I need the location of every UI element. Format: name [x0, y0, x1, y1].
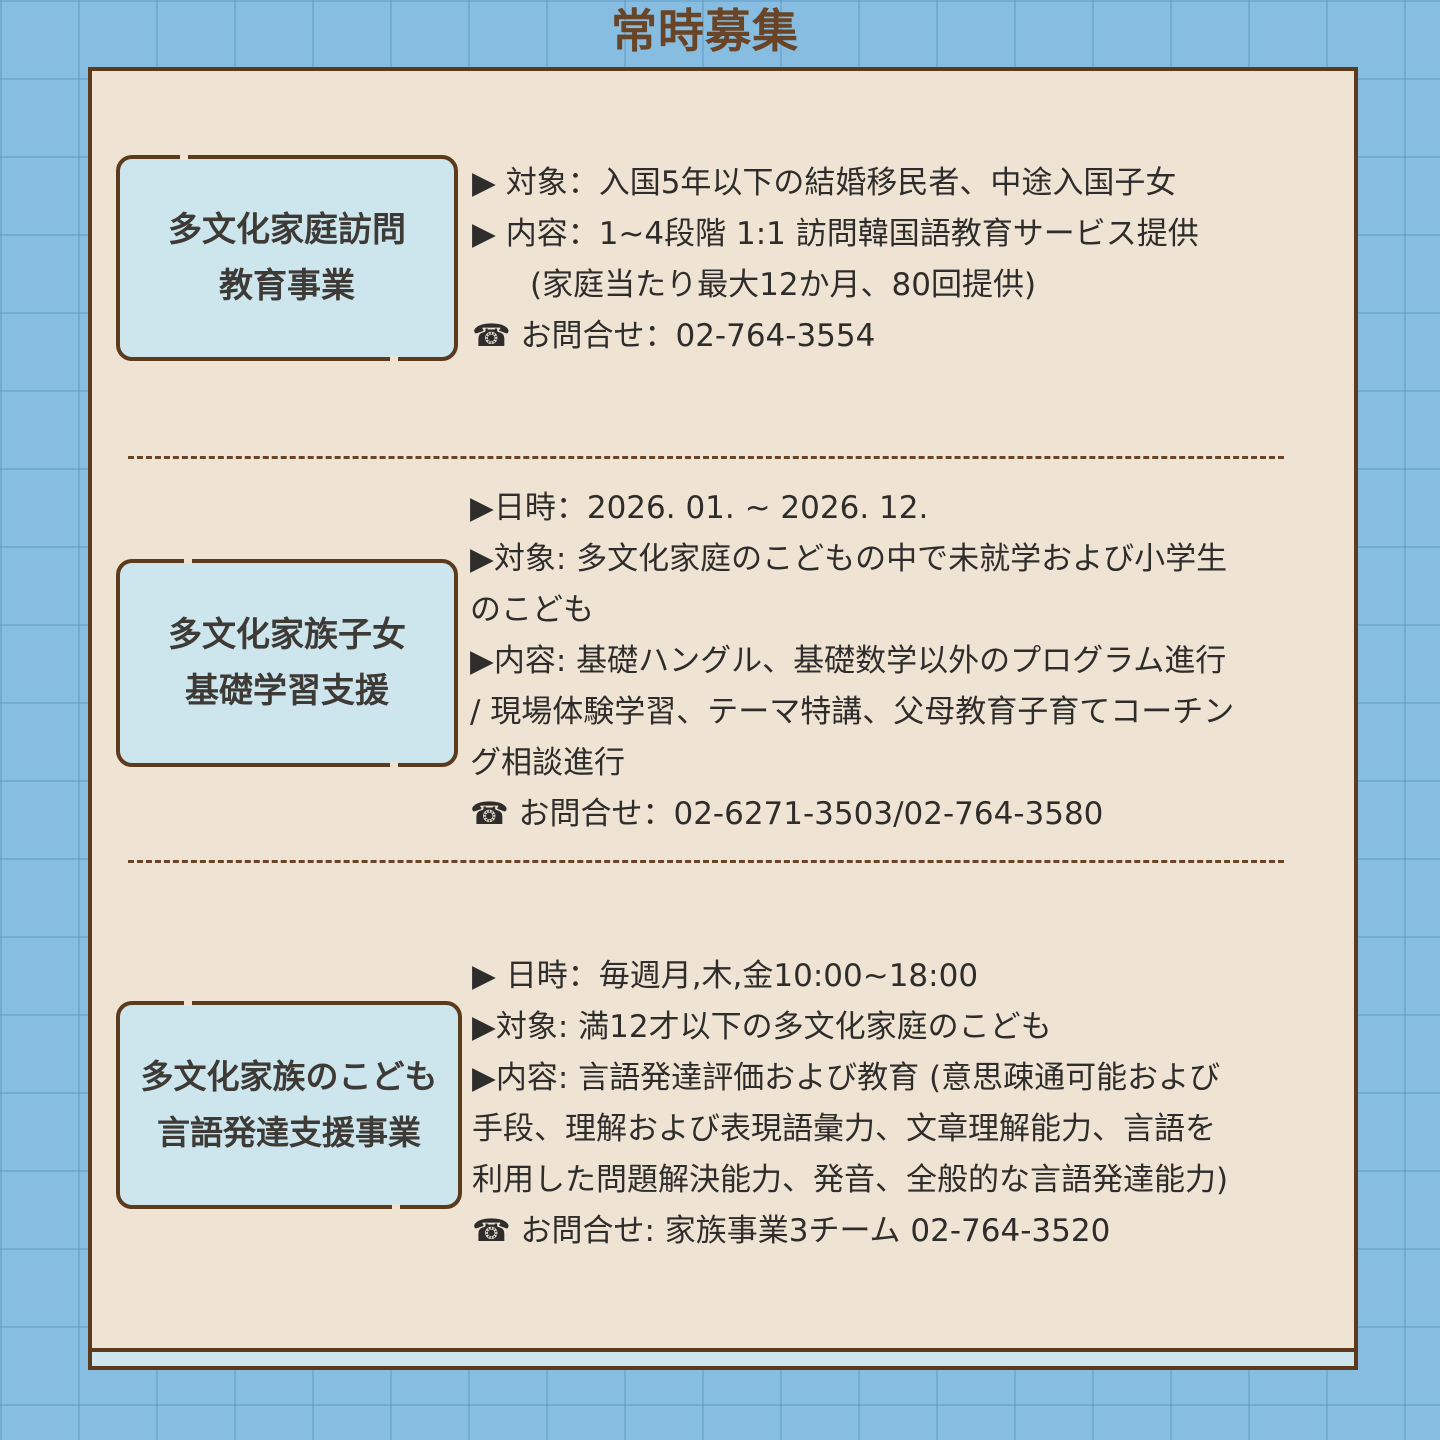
- content-line-cont: 手段、理解および表現語彙力、文章理解能力、言語を: [472, 1111, 1216, 1147]
- section-divider: [128, 456, 1284, 459]
- program-label-line: 基礎学習支援: [185, 671, 389, 711]
- program-label-language-development: 多文化家族のこども 言語発達支援事業: [116, 1000, 462, 1210]
- content-line-cont: 利用した問題解決能力、発音、全般的な言語発達能力): [472, 1162, 1229, 1198]
- content-line: ▶内容: 言語発達評価および教育 (意思疎通可能および: [472, 1060, 1221, 1096]
- content-note-line: (家庭当たり最大12か月、80回提供): [530, 267, 1037, 303]
- schedule-line: ▶ 日時：毎週月,木,金10:00~18:00: [472, 958, 979, 994]
- program-label-line: 教育事業: [219, 266, 355, 306]
- program-details-home-visit-education: ▶ 対象：入国5年以下の結婚移民者、中途入国子女 ▶ 内容：1~4段階 1:1 …: [472, 158, 1199, 362]
- program-label-line: 多文化家族のこども: [140, 1057, 438, 1096]
- page-title: 常時募集: [611, 4, 799, 58]
- content-line-cont: グ相談進行: [470, 745, 625, 781]
- program-details-basic-learning-support: ▶日時：2026. 01. ~ 2026. 12. ▶対象: 多文化家庭のこども…: [470, 483, 1234, 840]
- contact-line: ☎ お問合せ：02-6271-3503/02-764-3580: [470, 796, 1104, 832]
- content-line-cont: / 現場体験学習、テーマ特講、父母教育子育てコーチン: [470, 694, 1235, 730]
- contact-line: ☎ お問合せ：02-764-3554: [472, 318, 876, 354]
- program-label-basic-learning-support: 多文化家族子女 基礎学習支援: [116, 558, 458, 768]
- section-divider: [128, 860, 1284, 863]
- program-label-line: 多文化家庭訪問: [168, 210, 406, 250]
- schedule-line: ▶日時：2026. 01. ~ 2026. 12.: [470, 490, 929, 526]
- target-line: ▶対象: 満12才以下の多文化家庭のこども: [472, 1009, 1052, 1045]
- program-label-line: 多文化家族子女: [168, 615, 406, 655]
- program-label-home-visit-education: 多文化家庭訪問 教育事業: [116, 154, 458, 362]
- content-line: ▶内容: 基礎ハングル、基礎数学以外のプログラム進行: [470, 643, 1227, 679]
- content-line: ▶ 内容：1~4段階 1:1 訪問韓国語教育サービス提供: [472, 216, 1199, 252]
- program-details-language-development: ▶ 日時：毎週月,木,金10:00~18:00 ▶対象: 満12才以下の多文化家…: [472, 951, 1228, 1257]
- target-line-cont: のこども: [470, 592, 594, 628]
- target-line: ▶対象: 多文化家庭のこどもの中で未就学および小学生: [470, 541, 1228, 577]
- target-line: ▶ 対象：入国5年以下の結婚移民者、中途入国子女: [472, 165, 1177, 201]
- contact-line: ☎ お問合せ: 家族事業3チーム 02-764-3520: [472, 1213, 1111, 1249]
- program-label-line: 言語発達支援事業: [157, 1113, 421, 1152]
